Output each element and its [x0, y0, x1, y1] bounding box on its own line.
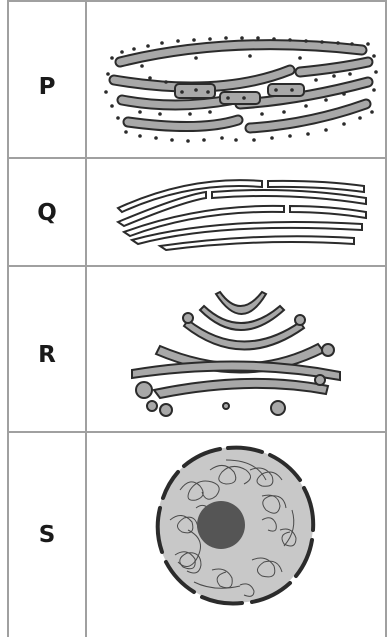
golgi-diagram: [132, 292, 340, 416]
row-label-s: S: [8, 522, 86, 548]
row-label-r: R: [8, 342, 86, 368]
smooth-er-diagram: [118, 180, 366, 250]
row-label-q: Q: [8, 200, 86, 226]
nucleolus: [197, 501, 245, 549]
nucleus-diagram: [157, 447, 313, 604]
row-label-p: P: [8, 74, 86, 100]
rough-er-diagram: [114, 45, 368, 128]
